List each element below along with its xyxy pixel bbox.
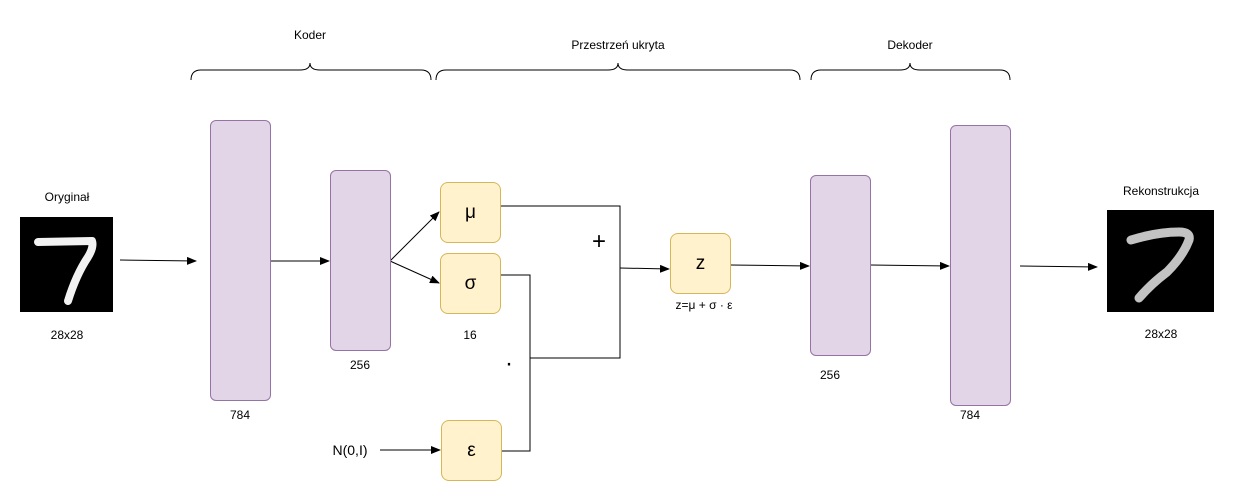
decoder-layer-256-label: 256 bbox=[819, 368, 841, 382]
input-title: Oryginał bbox=[44, 190, 90, 204]
section-encoder-label: Koder bbox=[293, 28, 327, 42]
arrow-256-to-mu bbox=[389, 211, 440, 262]
brace-encoder bbox=[190, 62, 432, 81]
decoder-layer-256 bbox=[810, 175, 871, 356]
encoder-layer-784-label: 784 bbox=[229, 408, 251, 422]
section-decoder-label: Dekoder bbox=[887, 38, 933, 52]
digit-seven-icon bbox=[34, 237, 97, 305]
sigma-node: σ bbox=[440, 253, 501, 314]
mu-node: μ bbox=[440, 182, 501, 243]
output-digit-image bbox=[1107, 210, 1214, 312]
input-digit-image bbox=[20, 217, 113, 312]
arrow-input-to-784 bbox=[119, 256, 197, 265]
wire-sigma-to-epsilon bbox=[500, 274, 531, 452]
arrow-256-to-sigma bbox=[389, 260, 440, 284]
latent-dim-label: 16 bbox=[463, 328, 477, 342]
brace-latent bbox=[435, 62, 801, 81]
section-latent-label: Przestrzeń ukryta bbox=[571, 38, 665, 52]
decoder-layer-784-label: 784 bbox=[959, 408, 981, 422]
times-operator: · bbox=[505, 350, 513, 377]
brace-decoder bbox=[810, 62, 1011, 81]
encoder-layer-256-label: 256 bbox=[349, 358, 371, 372]
arrow-join-to-z bbox=[619, 264, 670, 273]
arrow-784-to-output bbox=[1019, 262, 1098, 271]
reconstructed-seven-icon bbox=[1126, 227, 1194, 303]
z-node: z bbox=[670, 233, 731, 294]
output-size-label: 28x28 bbox=[1144, 327, 1178, 341]
encoder-layer-784 bbox=[210, 120, 271, 401]
output-title: Rekonstrukcja bbox=[1122, 184, 1200, 198]
arrow-256-to-784 bbox=[869, 261, 950, 270]
arrow-z-to-256 bbox=[729, 261, 810, 270]
wire-mu-to-join bbox=[500, 205, 621, 359]
input-size-label: 28x28 bbox=[50, 328, 84, 342]
decoder-layer-784 bbox=[950, 125, 1011, 406]
encoder-layer-256 bbox=[330, 170, 391, 351]
epsilon-node: ε bbox=[441, 420, 502, 481]
noise-distribution-label: N(0,I) bbox=[332, 442, 368, 458]
reparam-formula: z=μ + σ · ε bbox=[675, 298, 733, 312]
plus-operator: + bbox=[592, 228, 607, 255]
